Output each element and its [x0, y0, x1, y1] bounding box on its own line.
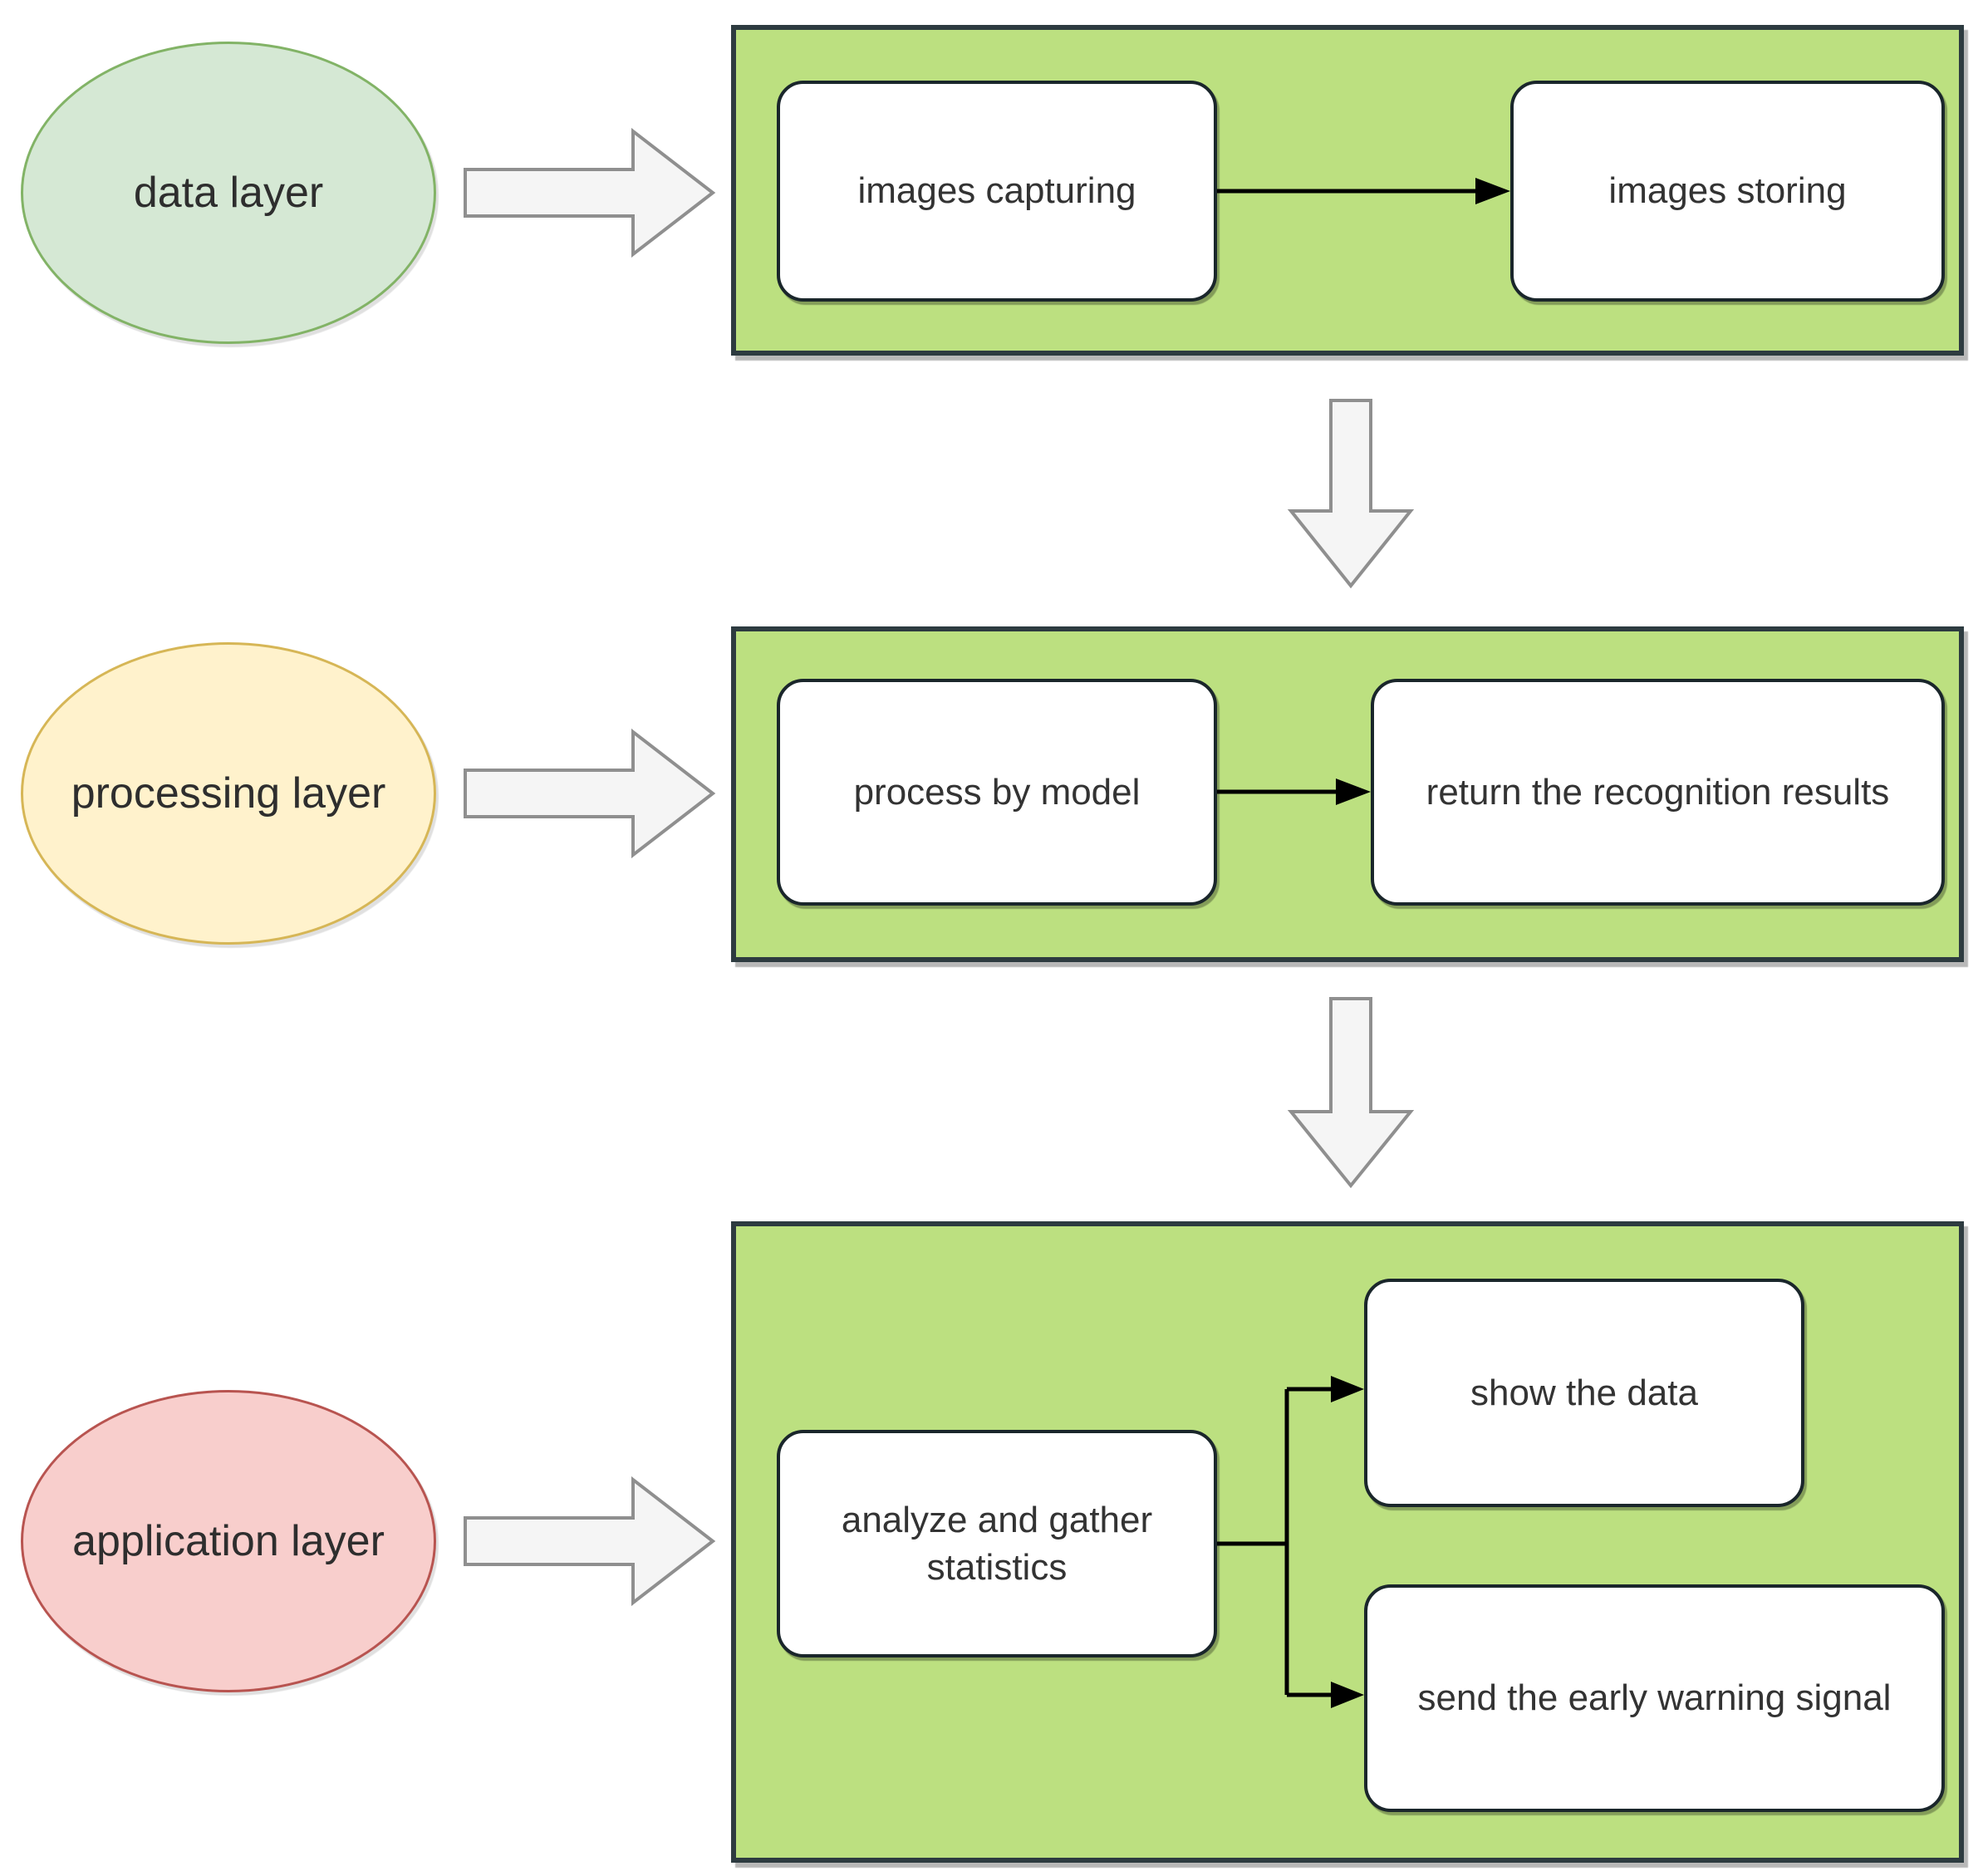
arrowhead-icon [1331, 1682, 1364, 1708]
node-analyze-and-gather-statistics: analyze and gather statistics [777, 1430, 1217, 1657]
node-return-recognition-results: return the recognition results [1371, 679, 1945, 906]
ellipse-processing-layer: processing layer [21, 642, 436, 945]
node-send-early-warning-signal: send the early warning signal [1364, 1584, 1945, 1812]
images-capturing-label: images capturing [857, 170, 1136, 212]
images-storing-label: images storing [1608, 170, 1847, 212]
node-images-storing: images storing [1510, 81, 1945, 302]
application-layer-label: application layer [72, 1517, 385, 1565]
ellipse-application-layer: application layer [21, 1390, 436, 1692]
arrowhead-icon [1475, 178, 1510, 204]
node-show-the-data: show the data [1364, 1279, 1804, 1507]
analyze-stats-label: analyze and gather statistics [841, 1499, 1153, 1588]
process-by-model-label: process by model [853, 771, 1141, 813]
arrowhead-icon [1331, 1376, 1364, 1402]
block-arrow-down-1-icon [1287, 399, 1415, 589]
connector-analyze-branch [1217, 1376, 1364, 1708]
data-layer-label: data layer [133, 169, 324, 217]
arrowhead-icon [1336, 778, 1371, 805]
connector-process-to-return [1217, 778, 1371, 805]
block-arrow-right-processing-icon [464, 728, 716, 859]
block-arrow-right-data-icon [464, 127, 716, 258]
connector-capturing-to-storing [1217, 178, 1510, 204]
return-results-label: return the recognition results [1426, 771, 1890, 813]
processing-layer-label: processing layer [71, 769, 386, 818]
ellipse-data-layer: data layer [21, 42, 436, 344]
block-arrow-down-2-icon [1287, 997, 1415, 1189]
show-data-label: show the data [1470, 1372, 1698, 1413]
node-images-capturing: images capturing [777, 81, 1217, 302]
send-warning-label: send the early warning signal [1417, 1677, 1892, 1719]
block-arrow-right-application-icon [464, 1476, 716, 1607]
node-process-by-model: process by model [777, 679, 1217, 906]
